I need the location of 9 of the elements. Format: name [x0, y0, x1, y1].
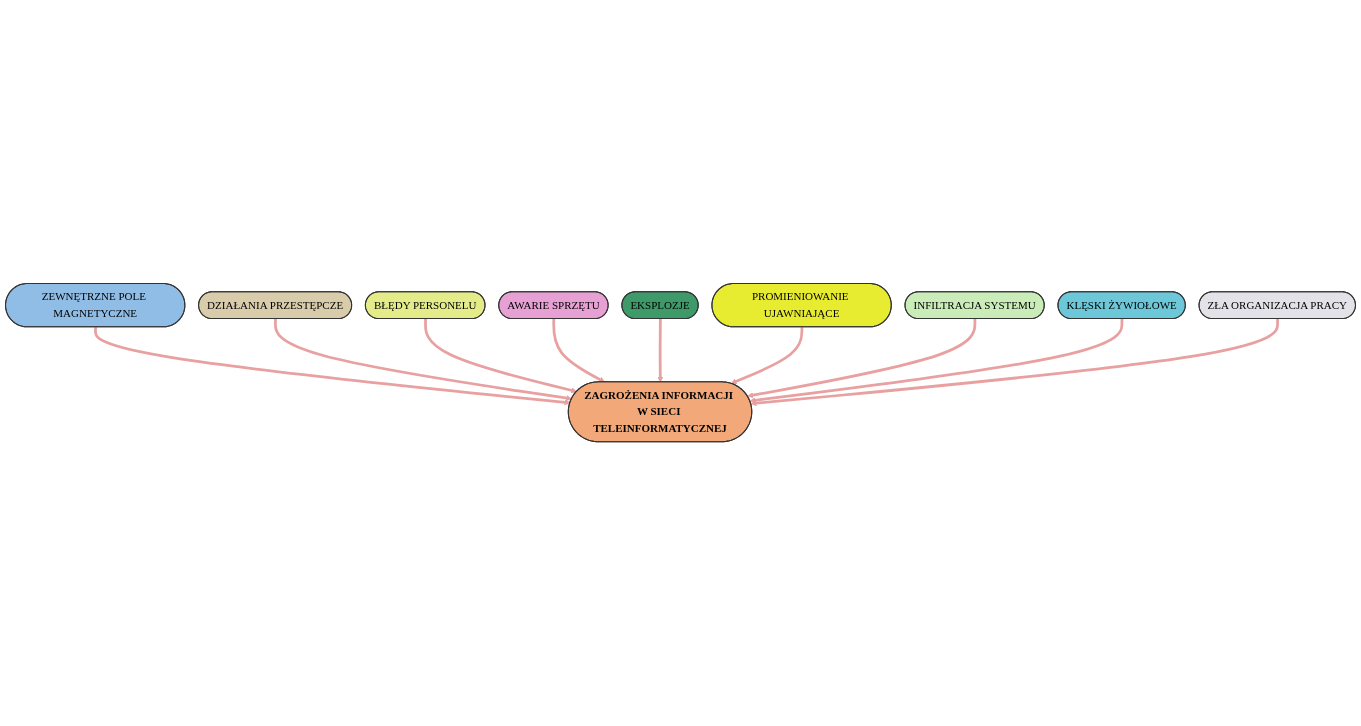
arrow: [747, 319, 977, 399]
arrow: [424, 319, 577, 394]
arrow: [657, 319, 664, 383]
arrow: [749, 319, 1124, 404]
arrow: [94, 327, 571, 406]
arrow: [274, 319, 572, 402]
arrow: [750, 319, 1279, 407]
arrow: [730, 327, 804, 385]
arrow: [552, 319, 606, 383]
